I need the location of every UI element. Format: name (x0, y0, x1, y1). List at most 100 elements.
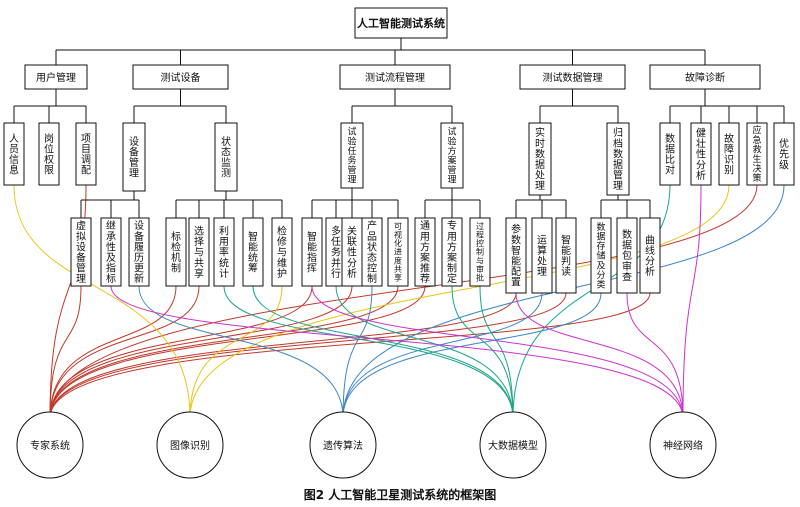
svg-text:联: 联 (347, 236, 357, 248)
leaf-node-l21 (531, 217, 553, 294)
link-l14-t1 (49, 285, 353, 419)
svg-text:统: 统 (248, 251, 258, 264)
svg-text:多: 多 (331, 225, 341, 238)
svg-text:识: 识 (724, 154, 734, 166)
module-node-m3 (339, 64, 451, 90)
svg-text:智: 智 (511, 244, 521, 257)
module-node-m1 (24, 64, 88, 90)
tech-label-t3: 遗传算法 (323, 439, 363, 452)
svg-text:统: 统 (219, 256, 229, 269)
link-l29-t1 (49, 184, 758, 419)
svg-text:品: 品 (367, 231, 377, 243)
svg-text:归: 归 (613, 126, 623, 139)
svg-text:理: 理 (537, 266, 547, 278)
leaf-node-l11 (271, 217, 293, 287)
svg-text:监: 监 (221, 156, 231, 169)
leaf-node-l22 (555, 217, 577, 294)
svg-text:推: 推 (420, 262, 430, 275)
module-label-m3: 测试流程管理 (365, 71, 425, 84)
svg-text:过: 过 (476, 221, 484, 231)
module-label-m1: 用户管理 (36, 71, 76, 84)
svg-text:产: 产 (367, 219, 377, 232)
svg-text:设: 设 (134, 220, 144, 232)
svg-text:息: 息 (9, 164, 19, 177)
leaf-node-l4 (70, 217, 92, 287)
svg-text:理: 理 (613, 180, 623, 192)
sub-node-s3 (340, 122, 364, 189)
svg-text:目: 目 (81, 144, 91, 155)
svg-text:状: 状 (221, 135, 231, 148)
svg-text:生: 生 (752, 153, 761, 165)
svg-text:共: 共 (394, 265, 402, 274)
module-node-m5 (649, 64, 761, 90)
link-l27-t5 (682, 184, 702, 419)
svg-text:筹: 筹 (248, 262, 258, 275)
svg-text:能: 能 (511, 255, 521, 268)
svg-text:管: 管 (613, 169, 623, 182)
svg-text:配: 配 (81, 165, 91, 177)
svg-text:态: 态 (221, 145, 231, 158)
svg-text:处: 处 (535, 170, 545, 182)
leaf-node-l16 (387, 217, 409, 287)
svg-text:能: 能 (248, 240, 258, 253)
svg-text:利: 利 (219, 226, 229, 238)
link-l1-t2 (13, 184, 191, 419)
svg-text:故: 故 (724, 132, 734, 145)
svg-text:择: 择 (194, 235, 204, 248)
leaf-node-l27 (690, 122, 712, 186)
svg-text:岗: 岗 (44, 133, 54, 145)
svg-text:可: 可 (394, 222, 402, 231)
svg-text:据: 据 (622, 239, 632, 252)
svg-text:态: 态 (367, 251, 377, 264)
leaf-node-l3 (75, 122, 97, 186)
svg-text:据: 据 (665, 142, 675, 155)
root-node (354, 7, 448, 39)
svg-text:信: 信 (9, 154, 19, 166)
svg-text:障: 障 (724, 142, 734, 155)
svg-text:析: 析 (645, 265, 655, 278)
svg-text:批: 批 (476, 273, 484, 283)
svg-text:通: 通 (420, 220, 430, 232)
sub-node-s6 (606, 122, 630, 196)
svg-text:别: 别 (724, 165, 734, 177)
svg-text:析: 析 (347, 267, 357, 280)
leaf-node-l15 (361, 217, 383, 287)
svg-text:控: 控 (476, 238, 484, 248)
svg-text:案: 案 (447, 155, 456, 167)
svg-text:智: 智 (561, 233, 571, 246)
svg-text:维: 维 (277, 256, 287, 269)
svg-text:数: 数 (622, 228, 632, 241)
svg-text:管: 管 (76, 262, 86, 275)
svg-text:能: 能 (561, 244, 571, 257)
svg-text:及: 及 (106, 252, 116, 264)
link-l16-t1 (49, 285, 399, 419)
svg-text:验: 验 (347, 135, 356, 147)
module-node-m2 (132, 64, 229, 90)
svg-text:析: 析 (696, 169, 706, 182)
svg-text:享: 享 (394, 273, 402, 283)
svg-text:档: 档 (613, 137, 623, 150)
tech-label-t2: 图像识别 (170, 440, 210, 452)
svg-text:制: 制 (476, 247, 484, 257)
svg-text:并: 并 (331, 256, 341, 269)
svg-text:据: 据 (596, 231, 605, 243)
svg-text:线: 线 (645, 244, 655, 257)
svg-text:务: 务 (331, 246, 341, 259)
svg-text:度: 度 (394, 255, 402, 265)
svg-text:运: 运 (537, 234, 547, 246)
svg-text:限: 限 (44, 165, 54, 177)
link-l15-t3 (342, 285, 373, 419)
svg-text:履: 履 (134, 241, 144, 253)
module-node-m4 (519, 64, 626, 90)
